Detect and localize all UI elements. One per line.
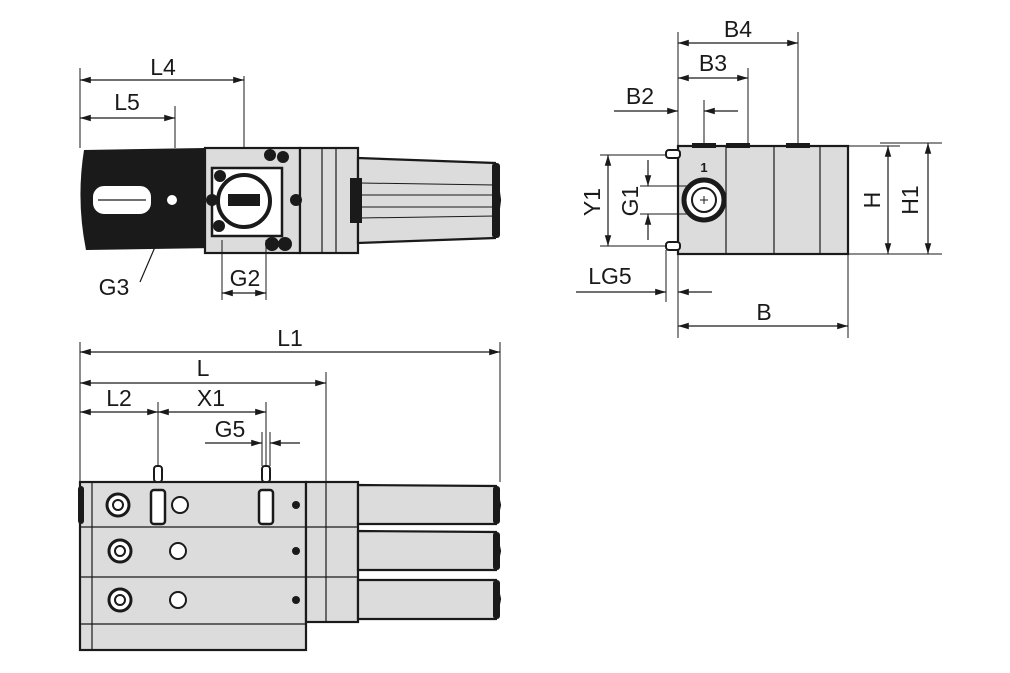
label-lg5: LG5 [588,263,631,289]
label-g2: G2 [230,265,261,291]
label-g5: G5 [215,416,246,442]
top-view: L4 L5 G2 [79,54,502,300]
label-h1: H1 [897,185,923,214]
port-row-3 [107,587,300,613]
label-l4: L4 [150,54,176,80]
port-row-1 [105,465,300,526]
side-mid-block [304,480,360,624]
label-b4: B4 [724,16,752,42]
finger-3 [356,578,502,621]
label-b: B [756,299,771,325]
label-g3: G3 [99,274,130,300]
label-x1: X1 [197,385,225,411]
leader-g3 [139,239,159,283]
label-y1: Y1 [579,188,605,216]
mark-one: 1 [700,160,707,175]
end-view: B4 B3 B2 1 Y1 G1 [576,16,942,338]
finger-shaft [356,156,502,245]
label-l2: L2 [106,385,132,411]
label-b3: B3 [699,50,727,76]
finger-2 [356,529,502,572]
label-b2: B2 [626,83,654,109]
label-l: L [197,355,210,381]
finger-1 [356,483,502,526]
label-h: H [859,192,885,209]
body-block [298,146,360,255]
label-l5: L5 [114,89,140,115]
side-view: L1 L L2 X1 G5 [78,325,502,652]
label-g1: G1 [617,186,643,217]
label-l1: L1 [277,325,303,351]
port-row-2 [107,538,300,564]
